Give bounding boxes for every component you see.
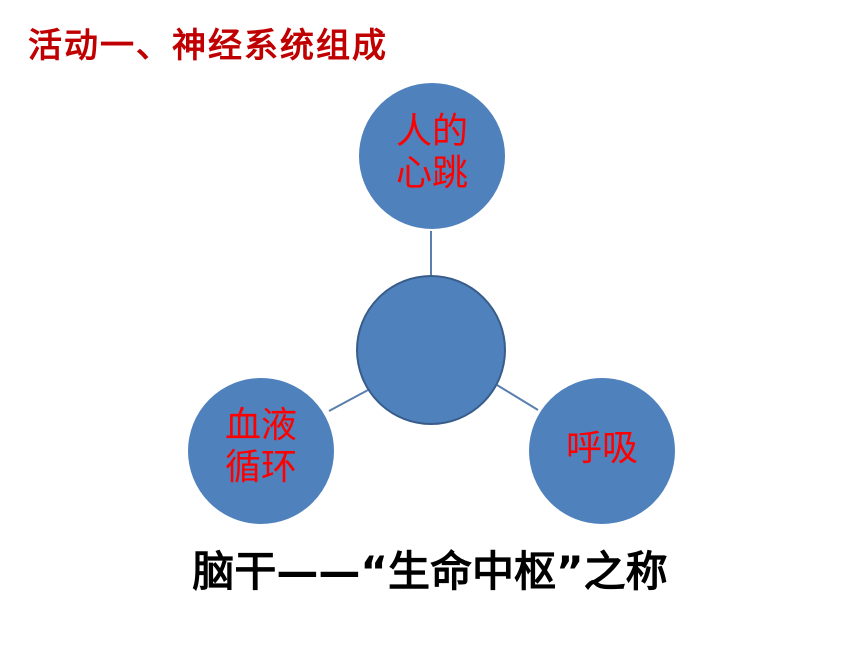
node-label-line: 血液 [224, 405, 297, 446]
connector-blood-circulation [328, 389, 369, 412]
node-label-line: 人的 [395, 111, 468, 152]
node-circle-blood-circulation [186, 376, 336, 526]
connector-breathing [496, 384, 539, 411]
caption: 脑干——“生命中枢”之称 [192, 547, 668, 596]
slide-title: 活动一、神经系统组成 [28, 26, 388, 66]
node-label-breathing: 呼吸 [552, 428, 652, 470]
node-label-blood-circulation: 血液 循环 [211, 405, 311, 489]
node-label-line: 呼吸 [565, 428, 638, 469]
node-circle-heartbeat [357, 81, 507, 231]
node-label-line: 循环 [224, 447, 297, 488]
node-circle-breathing [527, 376, 677, 526]
center-circle [356, 275, 506, 425]
node-label-line: 心跳 [395, 153, 468, 194]
node-label-heartbeat: 人的 心跳 [382, 111, 482, 195]
